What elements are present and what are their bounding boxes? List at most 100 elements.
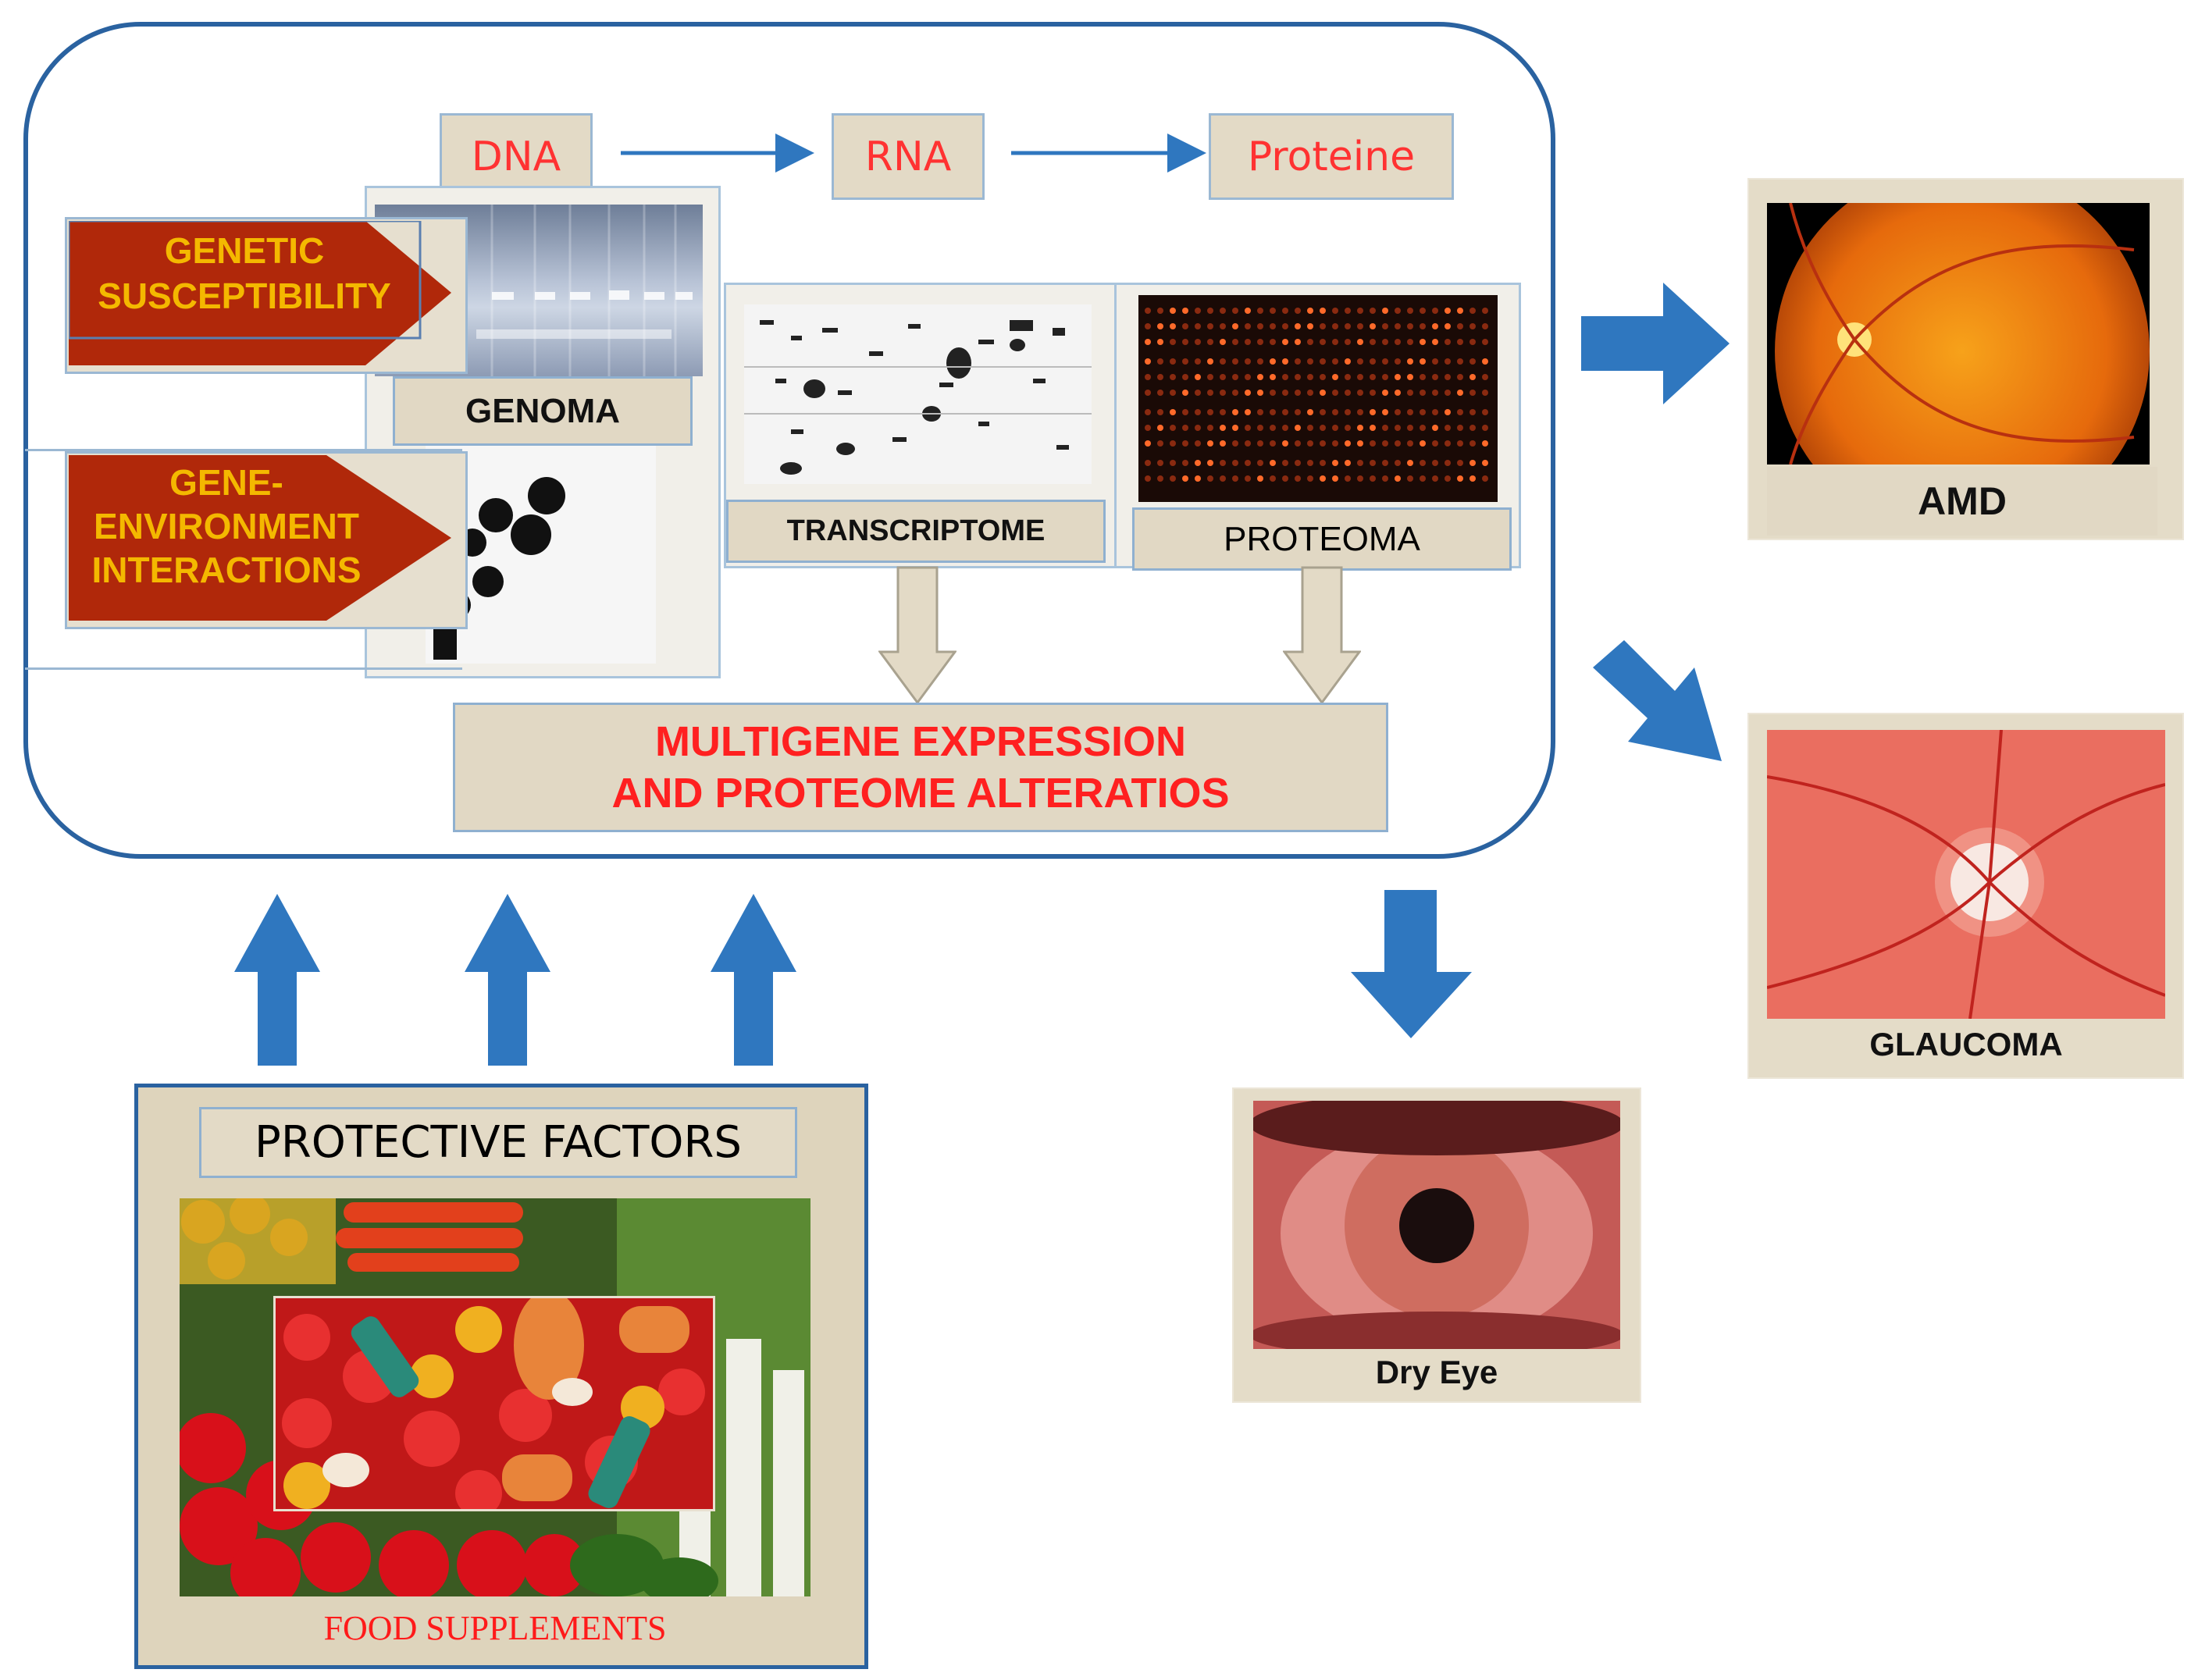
protein-array-spot <box>1395 339 1401 345</box>
protein-array-spot <box>1420 425 1426 431</box>
protein-array-spot <box>1307 425 1313 431</box>
protein-array-spot <box>1357 425 1363 431</box>
protein-array-spot <box>1457 425 1463 431</box>
protein-array-spot <box>1457 339 1463 345</box>
protein-array-spot <box>1245 339 1251 345</box>
protein-array-spot <box>1195 409 1201 415</box>
protein-array-spot <box>1170 339 1176 345</box>
protein-array-spot <box>1469 323 1476 329</box>
protective-factors-title-box: PROTECTIVE FACTORS <box>199 1107 797 1178</box>
protein-array-spot <box>1445 308 1451 314</box>
food-supplements-caption: FOOD SUPPLEMENTS <box>323 1609 667 1647</box>
glaucoma-label: GLAUCOMA <box>1869 1025 2063 1062</box>
protein-array-spot <box>1320 374 1326 380</box>
protein-array-spot <box>1270 339 1276 345</box>
protein-array-spot <box>1207 323 1213 329</box>
protein-array-spot <box>1482 308 1488 314</box>
protein-array-spot <box>1370 358 1376 365</box>
protein-array-spot <box>1445 460 1451 466</box>
protein-array-spot <box>1357 323 1363 329</box>
protein-array-spot <box>1370 425 1376 431</box>
protein-array-spot <box>1307 339 1313 345</box>
protein-array-spot <box>1457 460 1463 466</box>
protein-array-spot <box>1232 339 1238 345</box>
protein-array-spot <box>1145 475 1151 482</box>
protein-array-spot <box>1482 390 1488 396</box>
protein-array-spot <box>1282 374 1288 380</box>
protein-array-spot <box>1195 358 1201 365</box>
protein-array-spot <box>1345 323 1351 329</box>
protein-array-spot <box>1245 409 1251 415</box>
protein-array-spot <box>1482 358 1488 365</box>
protein-array-spot <box>1457 390 1463 396</box>
protein-array-spot <box>1445 374 1451 380</box>
protein-array-spot <box>1345 440 1351 447</box>
result-line-2: AND PROTEOME ALTERATIOS <box>611 770 1230 817</box>
protein-array-spot <box>1207 460 1213 466</box>
protein-array-spot <box>1207 409 1213 415</box>
protein-array-spot <box>1282 460 1288 466</box>
protein-array-spot <box>1420 475 1426 482</box>
protein-array-spot <box>1457 323 1463 329</box>
protein-array-spot <box>1257 374 1263 380</box>
protein-array-spot <box>1382 358 1388 365</box>
protein-array-spot <box>1245 308 1251 314</box>
protein-array-spot <box>1145 374 1151 380</box>
protein-array-spot <box>1457 374 1463 380</box>
protein-array-spot <box>1145 460 1151 466</box>
protein-array-spot <box>1282 440 1288 447</box>
protein-array-spot <box>1270 460 1276 466</box>
protein-array-spot <box>1195 339 1201 345</box>
protein-array-spot <box>1382 425 1388 431</box>
protein-array-spot <box>1145 409 1151 415</box>
protein-array-spot <box>1445 339 1451 345</box>
protein-array-spot <box>1420 374 1426 380</box>
protein-array-spot <box>1170 440 1176 447</box>
result-line-1: MULTIGENE EXPRESSION <box>654 718 1187 765</box>
protein-array-spot <box>1270 358 1276 365</box>
genetic-line-1: GENETIC <box>164 230 325 271</box>
protein-array-spot <box>1182 374 1188 380</box>
protein-array-spot <box>1270 440 1276 447</box>
protein-array-spot <box>1182 440 1188 447</box>
protein-array-spot <box>1145 308 1151 314</box>
genetic-line-2: SUSCEPTIBILITY <box>98 276 391 316</box>
protein-array-spot <box>1232 440 1238 447</box>
protein-array-spot <box>1257 308 1263 314</box>
protein-array-spot <box>1207 440 1213 447</box>
protein-array-spot <box>1357 475 1363 482</box>
protein-array-spot <box>1420 390 1426 396</box>
protein-array-spot <box>1220 475 1226 482</box>
protein-array-spot <box>1345 390 1351 396</box>
protein-array-spot <box>1482 339 1488 345</box>
protein-array-spot <box>1282 339 1288 345</box>
protein-array-spot <box>1395 460 1401 466</box>
protein-array-spot <box>1407 308 1413 314</box>
protein-array-spot <box>1482 475 1488 482</box>
protein-array-spot <box>1307 409 1313 415</box>
protein-array-spot <box>1220 390 1226 396</box>
amd-fundus-image <box>1767 203 2150 464</box>
protein-array-spot <box>1157 409 1163 415</box>
protein-array-spot <box>1395 323 1401 329</box>
protein-array-spot <box>1195 374 1201 380</box>
protein-array-spot <box>1432 358 1438 365</box>
protein-array-spot <box>1357 409 1363 415</box>
protein-array-spot <box>1307 460 1313 466</box>
protein-array-spot <box>1469 475 1476 482</box>
arrow-to-glaucoma <box>1593 640 1722 761</box>
rna-box: RNA <box>832 113 985 200</box>
protein-array-spot <box>1157 358 1163 365</box>
protein-array-spot <box>1295 475 1301 482</box>
protein-array-spot <box>1482 460 1488 466</box>
protein-array-spot <box>1445 440 1451 447</box>
protein-array-spot <box>1207 425 1213 431</box>
protein-array-spot <box>1357 440 1363 447</box>
protein-array-spot <box>1357 308 1363 314</box>
arrow-to-dry-eye <box>1351 890 1472 1038</box>
protein-array-spot <box>1207 475 1213 482</box>
protein-array-spot <box>1432 339 1438 345</box>
protein-array-spot <box>1295 358 1301 365</box>
